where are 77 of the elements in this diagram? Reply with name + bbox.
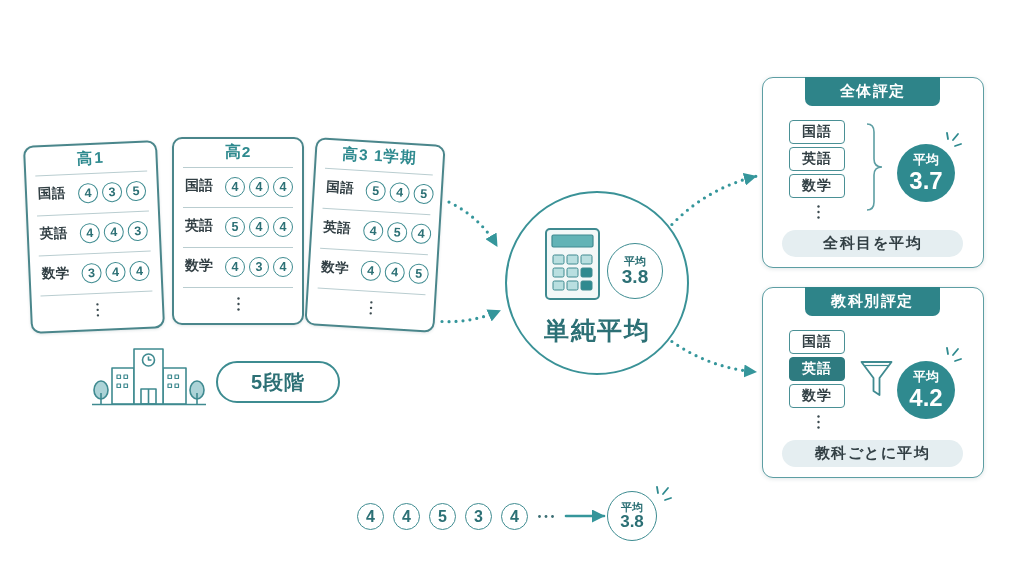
subject-label: 英語 bbox=[39, 224, 69, 244]
subject-label: 国語 bbox=[37, 184, 67, 204]
grade-circle: 4 bbox=[389, 181, 411, 203]
average-badge bbox=[607, 243, 663, 299]
average-label: 平均 bbox=[624, 254, 646, 268]
average-value: 3.8 bbox=[620, 513, 644, 532]
average-disc bbox=[897, 144, 955, 202]
grade-circle: 4 bbox=[273, 177, 293, 197]
subject-label: 英語 bbox=[185, 217, 213, 235]
dotted-arrow bbox=[670, 339, 758, 378]
grade-circle: 4 bbox=[357, 503, 384, 530]
subject-label: 数学 bbox=[185, 257, 213, 275]
grade-circle: 5 bbox=[386, 221, 408, 243]
dotted-arrow bbox=[447, 200, 499, 248]
subject-label: 数学 bbox=[41, 264, 70, 284]
grade-circle: 4 bbox=[393, 503, 420, 530]
average-disc bbox=[897, 361, 955, 419]
grade-circle: 4 bbox=[273, 217, 293, 237]
grade-circle: 4 bbox=[103, 221, 125, 243]
grade-circle: 5 bbox=[365, 180, 387, 202]
grade-circle: 4 bbox=[129, 260, 150, 282]
grade-circle: 3 bbox=[127, 220, 149, 242]
grade-circle: 4 bbox=[410, 223, 432, 245]
grade-circle: 5 bbox=[413, 183, 435, 205]
grade-circle: 4 bbox=[249, 217, 269, 237]
scale-pill: 5段階 bbox=[216, 361, 340, 403]
average-value: 4.2 bbox=[909, 384, 943, 410]
average-label: 平均 bbox=[913, 370, 939, 385]
average-value: 3.8 bbox=[621, 267, 649, 288]
average-value: 3.7 bbox=[909, 167, 943, 193]
grade-circle: 4 bbox=[384, 261, 406, 283]
grade-circle: 4 bbox=[77, 182, 99, 204]
summary-band: 全科目を平均 bbox=[782, 230, 963, 257]
result-panel bbox=[762, 77, 984, 268]
average-badge bbox=[607, 491, 657, 541]
card-heading: 高1 bbox=[76, 147, 105, 169]
grade-card bbox=[172, 137, 304, 325]
dotted-arrow bbox=[670, 173, 758, 227]
grade-circle: 3 bbox=[249, 257, 269, 277]
dotted-arrow bbox=[440, 309, 502, 324]
section-tab: 教科別評定 bbox=[805, 286, 940, 316]
grade-circle: 3 bbox=[101, 181, 123, 203]
grade-circle: 4 bbox=[362, 220, 384, 242]
subject-tag: 数学 bbox=[789, 174, 845, 198]
subject-tag: 数学 bbox=[789, 384, 845, 408]
subject-label: 数学 bbox=[320, 257, 350, 278]
grade-circle: 5 bbox=[408, 263, 430, 285]
grade-circle: 4 bbox=[79, 222, 101, 244]
subject-label: 国語 bbox=[185, 177, 213, 195]
grade-circle: 3 bbox=[465, 503, 492, 530]
grade-circle: 4 bbox=[249, 177, 269, 197]
subject-label: 国語 bbox=[325, 177, 355, 198]
grade-circle: 5 bbox=[429, 503, 456, 530]
grade-circle: 4 bbox=[225, 257, 245, 277]
card-heading: 高2 bbox=[224, 142, 252, 162]
grade-circle: 4 bbox=[105, 261, 126, 283]
subject-tag: 英語 bbox=[789, 147, 845, 171]
subject-tag: 国語 bbox=[789, 330, 845, 354]
summary-band: 教科ごとに平均 bbox=[782, 440, 963, 467]
arrow bbox=[564, 509, 606, 523]
grade-circle: 5 bbox=[225, 217, 245, 237]
result-panel bbox=[762, 287, 984, 478]
grade-circle: 4 bbox=[501, 503, 528, 530]
grade-circle: 3 bbox=[81, 262, 102, 284]
card-heading: 高3 1学期 bbox=[341, 143, 419, 169]
grade-circle: 4 bbox=[360, 260, 382, 282]
subject-label: 英語 bbox=[322, 217, 352, 238]
subject-tag: 国語 bbox=[789, 120, 845, 144]
section-tab: 全体評定 bbox=[805, 76, 940, 106]
average-label: 平均 bbox=[621, 500, 643, 514]
average-label: 平均 bbox=[913, 153, 939, 168]
grade-circle: 4 bbox=[225, 177, 245, 197]
grade-circle: 5 bbox=[125, 180, 147, 202]
hub-title: 単純平均 bbox=[544, 315, 650, 345]
selected-subject-tag: 英語 bbox=[789, 357, 845, 381]
grade-card bbox=[22, 140, 166, 334]
grade-circle: 4 bbox=[273, 257, 293, 277]
